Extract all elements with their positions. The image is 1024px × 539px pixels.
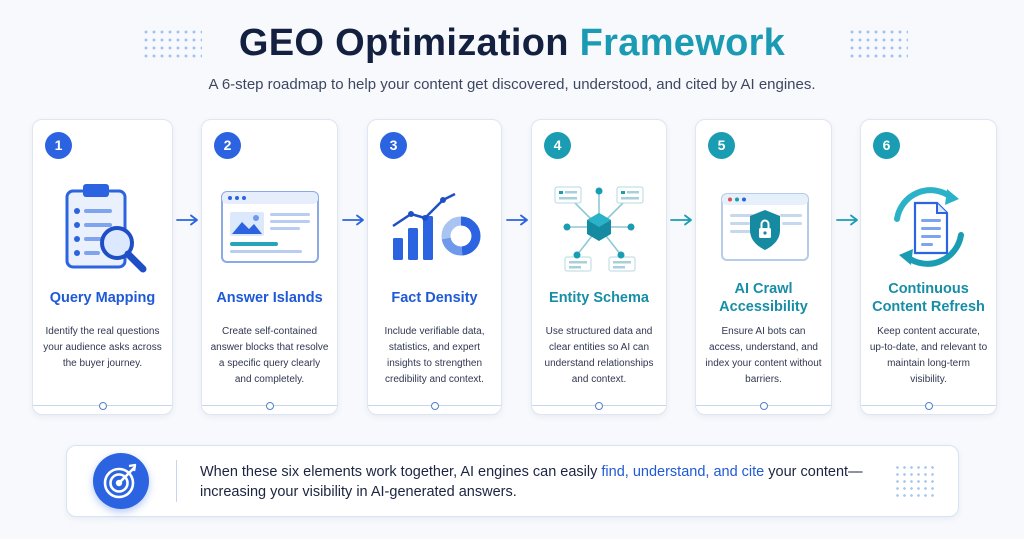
step-title: Fact Density xyxy=(391,290,478,306)
card-dot-marker xyxy=(595,402,603,410)
step-card-query-mapping: 1 Query Mapping Identify the real questi… xyxy=(32,119,173,415)
target-arrow-icon xyxy=(93,453,149,509)
page-title: GEO Optimization Framework xyxy=(0,22,1024,65)
arrow-right-icon xyxy=(506,214,528,226)
step-number-badge: 2 xyxy=(214,132,241,159)
document-refresh-icon xyxy=(861,162,996,292)
step-title: Query Mapping xyxy=(49,290,156,306)
summary-banner: When these six elements work together, A… xyxy=(66,445,959,517)
card-dot-marker xyxy=(759,402,768,410)
browser-content-icon xyxy=(202,162,337,292)
arrow-right-icon xyxy=(176,214,198,226)
title-main: GEO Optimization xyxy=(238,22,569,64)
card-dot-marker xyxy=(924,402,933,410)
step-number-badge: 4 xyxy=(544,132,571,159)
page-subtitle: A 6-step roadmap to help your content ge… xyxy=(208,76,816,93)
arrow-right-icon xyxy=(670,214,692,226)
browser-shield-icon xyxy=(696,162,831,292)
summary-text-end: your content—increasing your visibility … xyxy=(200,464,863,500)
summary-text: When these six elements work together, A… xyxy=(200,462,900,502)
step-description: Ensure AI bots can access, understand, a… xyxy=(705,326,822,385)
step-card-continuous-content-refresh: 6 Continuous Content Refresh Keep conten… xyxy=(860,119,997,415)
step-number-badge: 1 xyxy=(45,132,72,159)
step-title: Continuous Content Refresh xyxy=(872,281,985,315)
step-number-badge: 5 xyxy=(708,132,735,159)
step-card-fact-density: 3 Fact Density Include verifiable data, … xyxy=(367,119,502,415)
card-dot-marker xyxy=(98,402,107,410)
step-title: Entity Schema xyxy=(549,290,649,306)
summary-highlight: find, understand, and cite xyxy=(601,464,765,480)
step-description: Identify the real questions your audienc… xyxy=(43,326,162,369)
decorative-dots-left xyxy=(142,28,202,62)
step-card-entity-schema: 4 Entity Schema Use structured data and xyxy=(531,119,667,415)
decorative-dots-right xyxy=(848,28,908,62)
step-description: Use structured data and clear entities s… xyxy=(544,326,654,385)
entity-network-icon xyxy=(532,162,666,292)
clipboard-magnifier-icon xyxy=(33,162,172,292)
title-accent: Framework xyxy=(579,22,786,64)
step-card-answer-islands: 2 Answer Islands Create self-contained a… xyxy=(201,119,338,415)
summary-text-start: When these six elements work together, A… xyxy=(200,464,602,480)
step-title: AI Crawl Accessibility xyxy=(719,281,808,315)
card-dot-marker xyxy=(430,402,439,410)
arrow-right-icon xyxy=(342,214,364,226)
step-number-badge: 3 xyxy=(380,132,407,159)
step-title: Answer Islands xyxy=(216,290,323,306)
banner-divider xyxy=(176,460,177,502)
step-description: Include verifiable data, statistics, and… xyxy=(384,326,485,385)
bar-chart-icon xyxy=(368,162,501,292)
step-card-ai-crawl-accessibility: 5 AI Crawl Accessibility Ensure AI bots … xyxy=(695,119,832,415)
step-description: Create self-contained answer blocks that… xyxy=(210,326,329,385)
decorative-dots-banner xyxy=(894,464,934,500)
arrow-right-icon xyxy=(836,214,858,226)
step-description: Keep content accurate, up-to-date, and r… xyxy=(869,326,988,385)
card-dot-marker xyxy=(265,402,274,410)
step-number-badge: 6 xyxy=(873,132,900,159)
